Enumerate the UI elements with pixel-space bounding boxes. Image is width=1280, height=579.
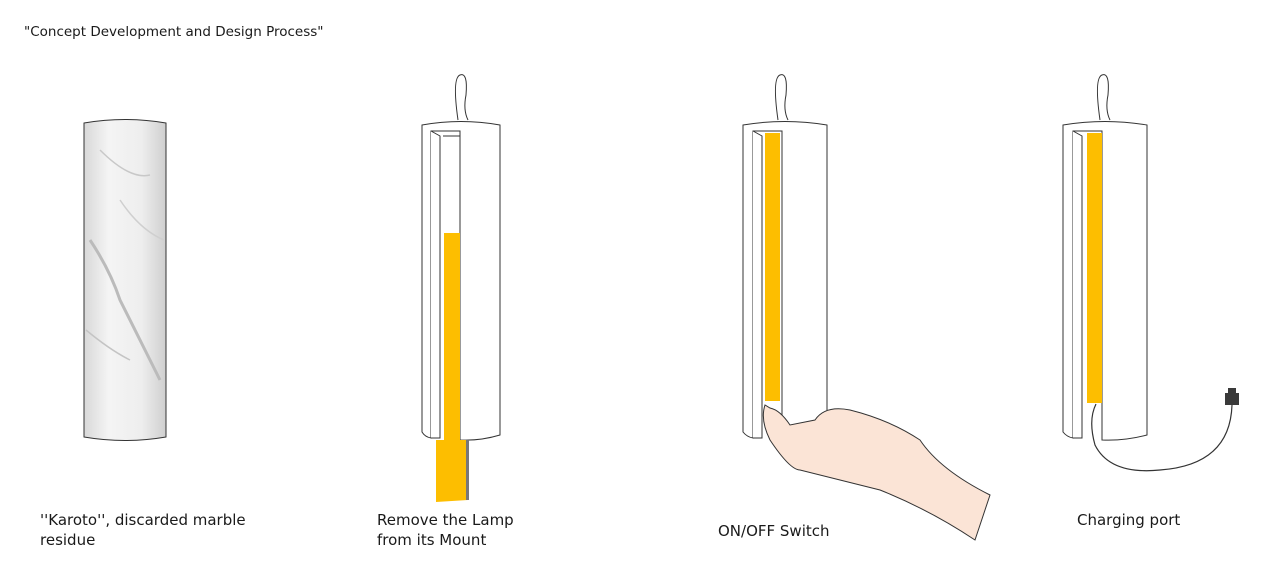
page-title: "Concept Development and Design Process": [24, 24, 324, 40]
lamp-removed: [421, 74, 501, 502]
lamp-charging: [1062, 74, 1239, 472]
step-label-karoto: ''Karoto'', discarded marble residue: [40, 510, 246, 550]
label-line: from its Mount: [377, 531, 487, 549]
label-line: residue: [40, 531, 96, 549]
step-label-charging: Charging port: [1077, 511, 1181, 529]
step-label-switch: ON/OFF Switch: [718, 522, 830, 540]
label-line: ''Karoto'', discarded marble: [40, 511, 246, 529]
step-label-remove: Remove the Lamp from its Mount: [377, 510, 514, 550]
label-line: Remove the Lamp: [377, 511, 514, 529]
charging-cable: [1091, 403, 1233, 472]
plug-icon: [1225, 393, 1239, 405]
lamp-switch: [742, 74, 991, 541]
marble-cylinder: [83, 119, 167, 441]
